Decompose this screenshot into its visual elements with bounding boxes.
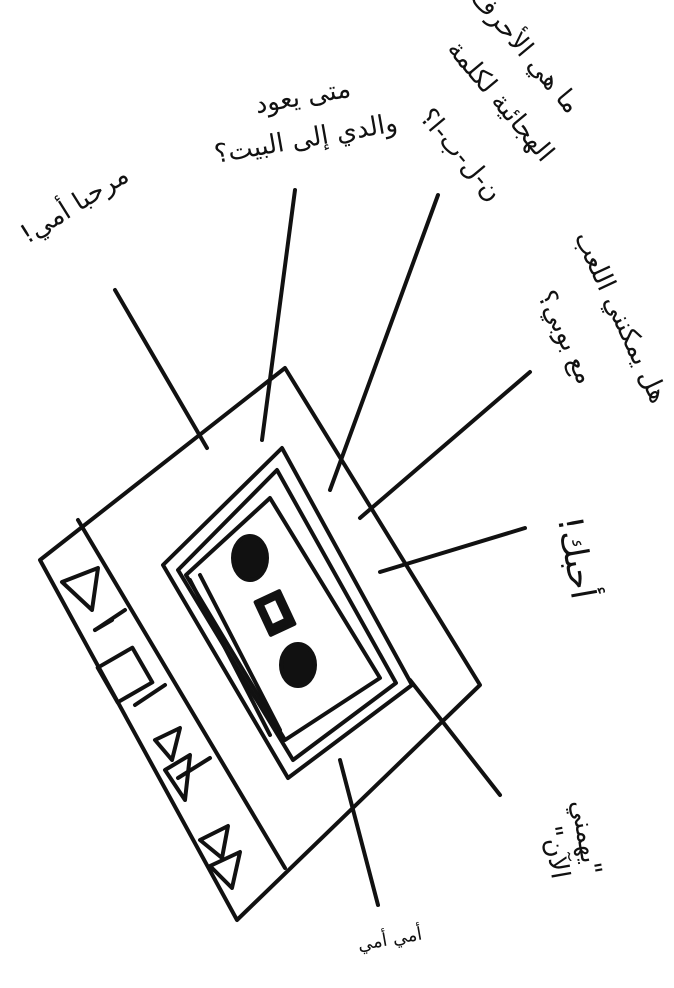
stop-icon (98, 648, 153, 703)
callout-when-dad (262, 190, 295, 440)
device-body (40, 368, 480, 920)
reel-right-icon (281, 644, 315, 686)
rewind-button[interactable] (200, 826, 240, 888)
callout-play (360, 372, 530, 518)
reel-left-icon (233, 536, 267, 580)
callout-hello-mom (115, 290, 207, 448)
callout-bottom (340, 760, 378, 905)
callout-love (380, 528, 525, 572)
fast-forward-icon (155, 728, 190, 800)
rewind-icon (200, 826, 240, 888)
play-icon (62, 568, 98, 610)
play-button[interactable] (62, 568, 98, 610)
fast-forward-button[interactable] (155, 728, 190, 800)
stop-button[interactable] (98, 648, 153, 703)
callout-letters (330, 195, 438, 490)
